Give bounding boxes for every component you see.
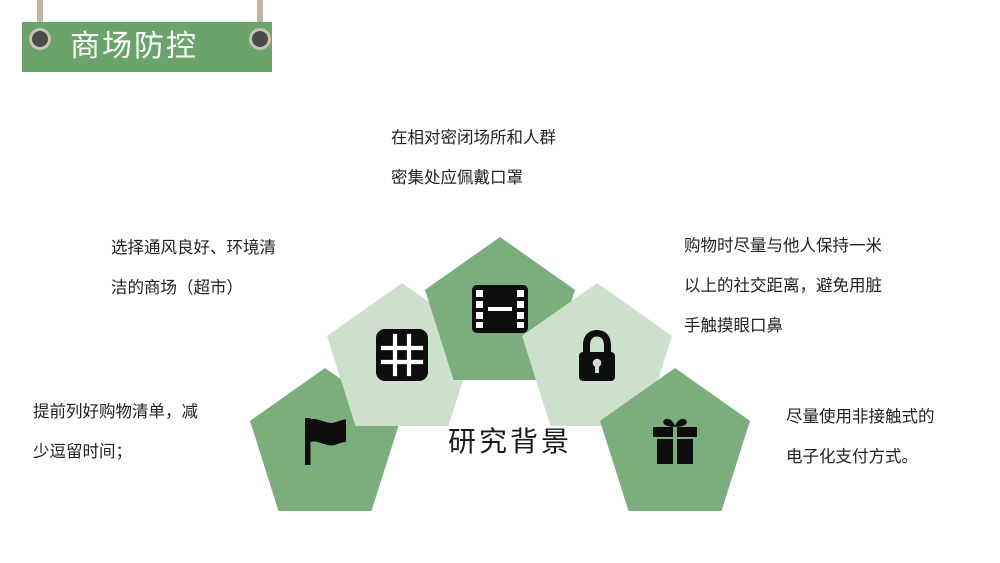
note-left-lower-line-2: 少逗留时间； [33,443,132,461]
note-left-upper: 选择通风良好、环境清 洁的商场（超市） [111,228,276,308]
note-right-upper: 购物时尽量与他人保持一米 以上的社交距离，避免用脏 手触摸眼口鼻 [684,226,882,346]
banner-plate [22,22,272,72]
gift-icon [600,368,750,545]
note-right-lower: 尽量使用非接触式的 电子化支付方式。 [786,397,935,477]
grid-hash-icon [327,283,477,460]
note-left-upper-line-2: 洁的商场（超市） [111,279,243,297]
note-top: 在相对密闭场所和人群 密集处应佩戴口罩 [391,118,556,198]
header-banner: 商场防控 [0,0,320,90]
note-right-upper-line-2: 以上的社交距离，避免用脏 [684,277,882,295]
lock-icon [522,283,672,460]
film-strip-icon [425,237,575,414]
note-left-lower-line-1: 提前列好购物清单，减 [33,403,198,421]
note-right-upper-line-3: 手触摸眼口鼻 [684,317,783,335]
banner-rope-right-icon [257,0,263,40]
note-left-upper-line-1: 选择通风良好、环境清 [111,239,276,257]
banner-rope-left-icon [37,0,43,40]
flag-icon [250,368,400,545]
diagram-center-label: 研究背景 [447,426,572,457]
note-top-line-1: 在相对密闭场所和人群 [391,129,556,147]
note-right-lower-line-1: 尽量使用非接触式的 [786,408,935,426]
banner-grommet-left-icon [29,28,51,50]
note-right-upper-line-1: 购物时尽量与他人保持一米 [684,237,882,255]
note-right-lower-line-2: 电子化支付方式。 [786,448,918,466]
pentagon-diagram: 研究背景 [250,225,770,525]
banner-grommet-right-icon [249,28,271,50]
page-title: 商场防控 [70,30,198,63]
note-left-lower: 提前列好购物清单，减 少逗留时间； [33,392,198,472]
note-top-line-2: 密集处应佩戴口罩 [391,169,523,187]
